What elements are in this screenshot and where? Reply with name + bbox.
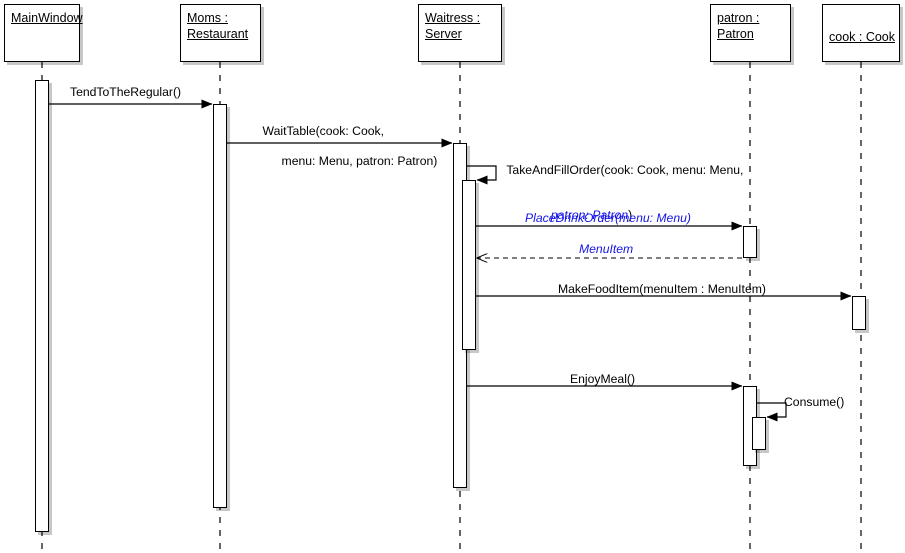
lifeline-label-waitress-line1: Waitress : [425, 11, 481, 25]
activation-bar-waitress-inner[interactable] [462, 180, 476, 350]
message-label-consume: Consume() [784, 395, 845, 409]
message-label-place-drink-order: PlaceDrinkOrder(menu: Menu) [525, 211, 691, 225]
message-label-take-and-fill-order-line2-tail: ) [628, 208, 633, 222]
lifeline-head-patron[interactable]: patron : Patron [710, 4, 791, 62]
lifeline-dashes [41, 62, 862, 553]
message-label-take-and-fill-order-line1: TakeAndFillOrder(cook: Cook, menu: Menu, [506, 163, 744, 177]
activation-bar-patron-consume[interactable] [752, 417, 766, 450]
message-label-menuitem-return: MenuItem [579, 242, 634, 256]
lifeline-head-cook[interactable]: cook : Cook [822, 4, 900, 62]
message-label-tend-to-the-regular: TendToTheRegular() [70, 85, 182, 99]
message-label-make-food-item: MakeFoodItem(menuItem : MenuItem) [558, 282, 766, 296]
lifeline-label-moms-line1: Moms : [187, 11, 228, 25]
activation-bar-cook-make-food-item[interactable] [852, 296, 866, 330]
lifeline-label-cook-line1: cook : Cook [829, 30, 896, 44]
activation-bar-moms[interactable] [213, 104, 227, 508]
lifeline-head-mainwindow[interactable]: MainWindow [4, 4, 83, 62]
activation-bar-mainwindow[interactable] [35, 80, 49, 532]
message-label-take-and-fill-order: TakeAndFillOrder(cook: Cook, menu: Menu,… [493, 148, 743, 253]
message-label-take-and-fill-order-line2-param: patron: Patron [550, 208, 629, 222]
lifeline-head-moms[interactable]: Moms : Restaurant [180, 4, 261, 62]
lifeline-label-moms-line2: Restaurant [187, 27, 249, 41]
message-line-consume [757, 402, 787, 422]
activation-bar-patron-place-drink-order[interactable] [743, 226, 757, 258]
message-label-enjoy-meal: EnjoyMeal() [570, 372, 636, 386]
message-label-wait-table-line2: menu: Menu, patron: Patron) [281, 154, 438, 168]
lifeline-label-patron-line2: Patron [717, 27, 754, 41]
lifeline-label-patron-line1: patron : [717, 11, 760, 25]
message-line-take-and-fill-order [467, 165, 497, 185]
lifeline-label-waitress-line2: Server [425, 27, 462, 41]
lifeline-label-mainwindow-line1: MainWindow [11, 11, 83, 25]
lifeline-head-waitress[interactable]: Waitress : Server [418, 4, 502, 62]
message-label-wait-table-line1: WaitTable(cook: Cook, [262, 124, 385, 138]
message-label-wait-table: WaitTable(cook: Cook, menu: Menu, patron… [249, 109, 438, 184]
